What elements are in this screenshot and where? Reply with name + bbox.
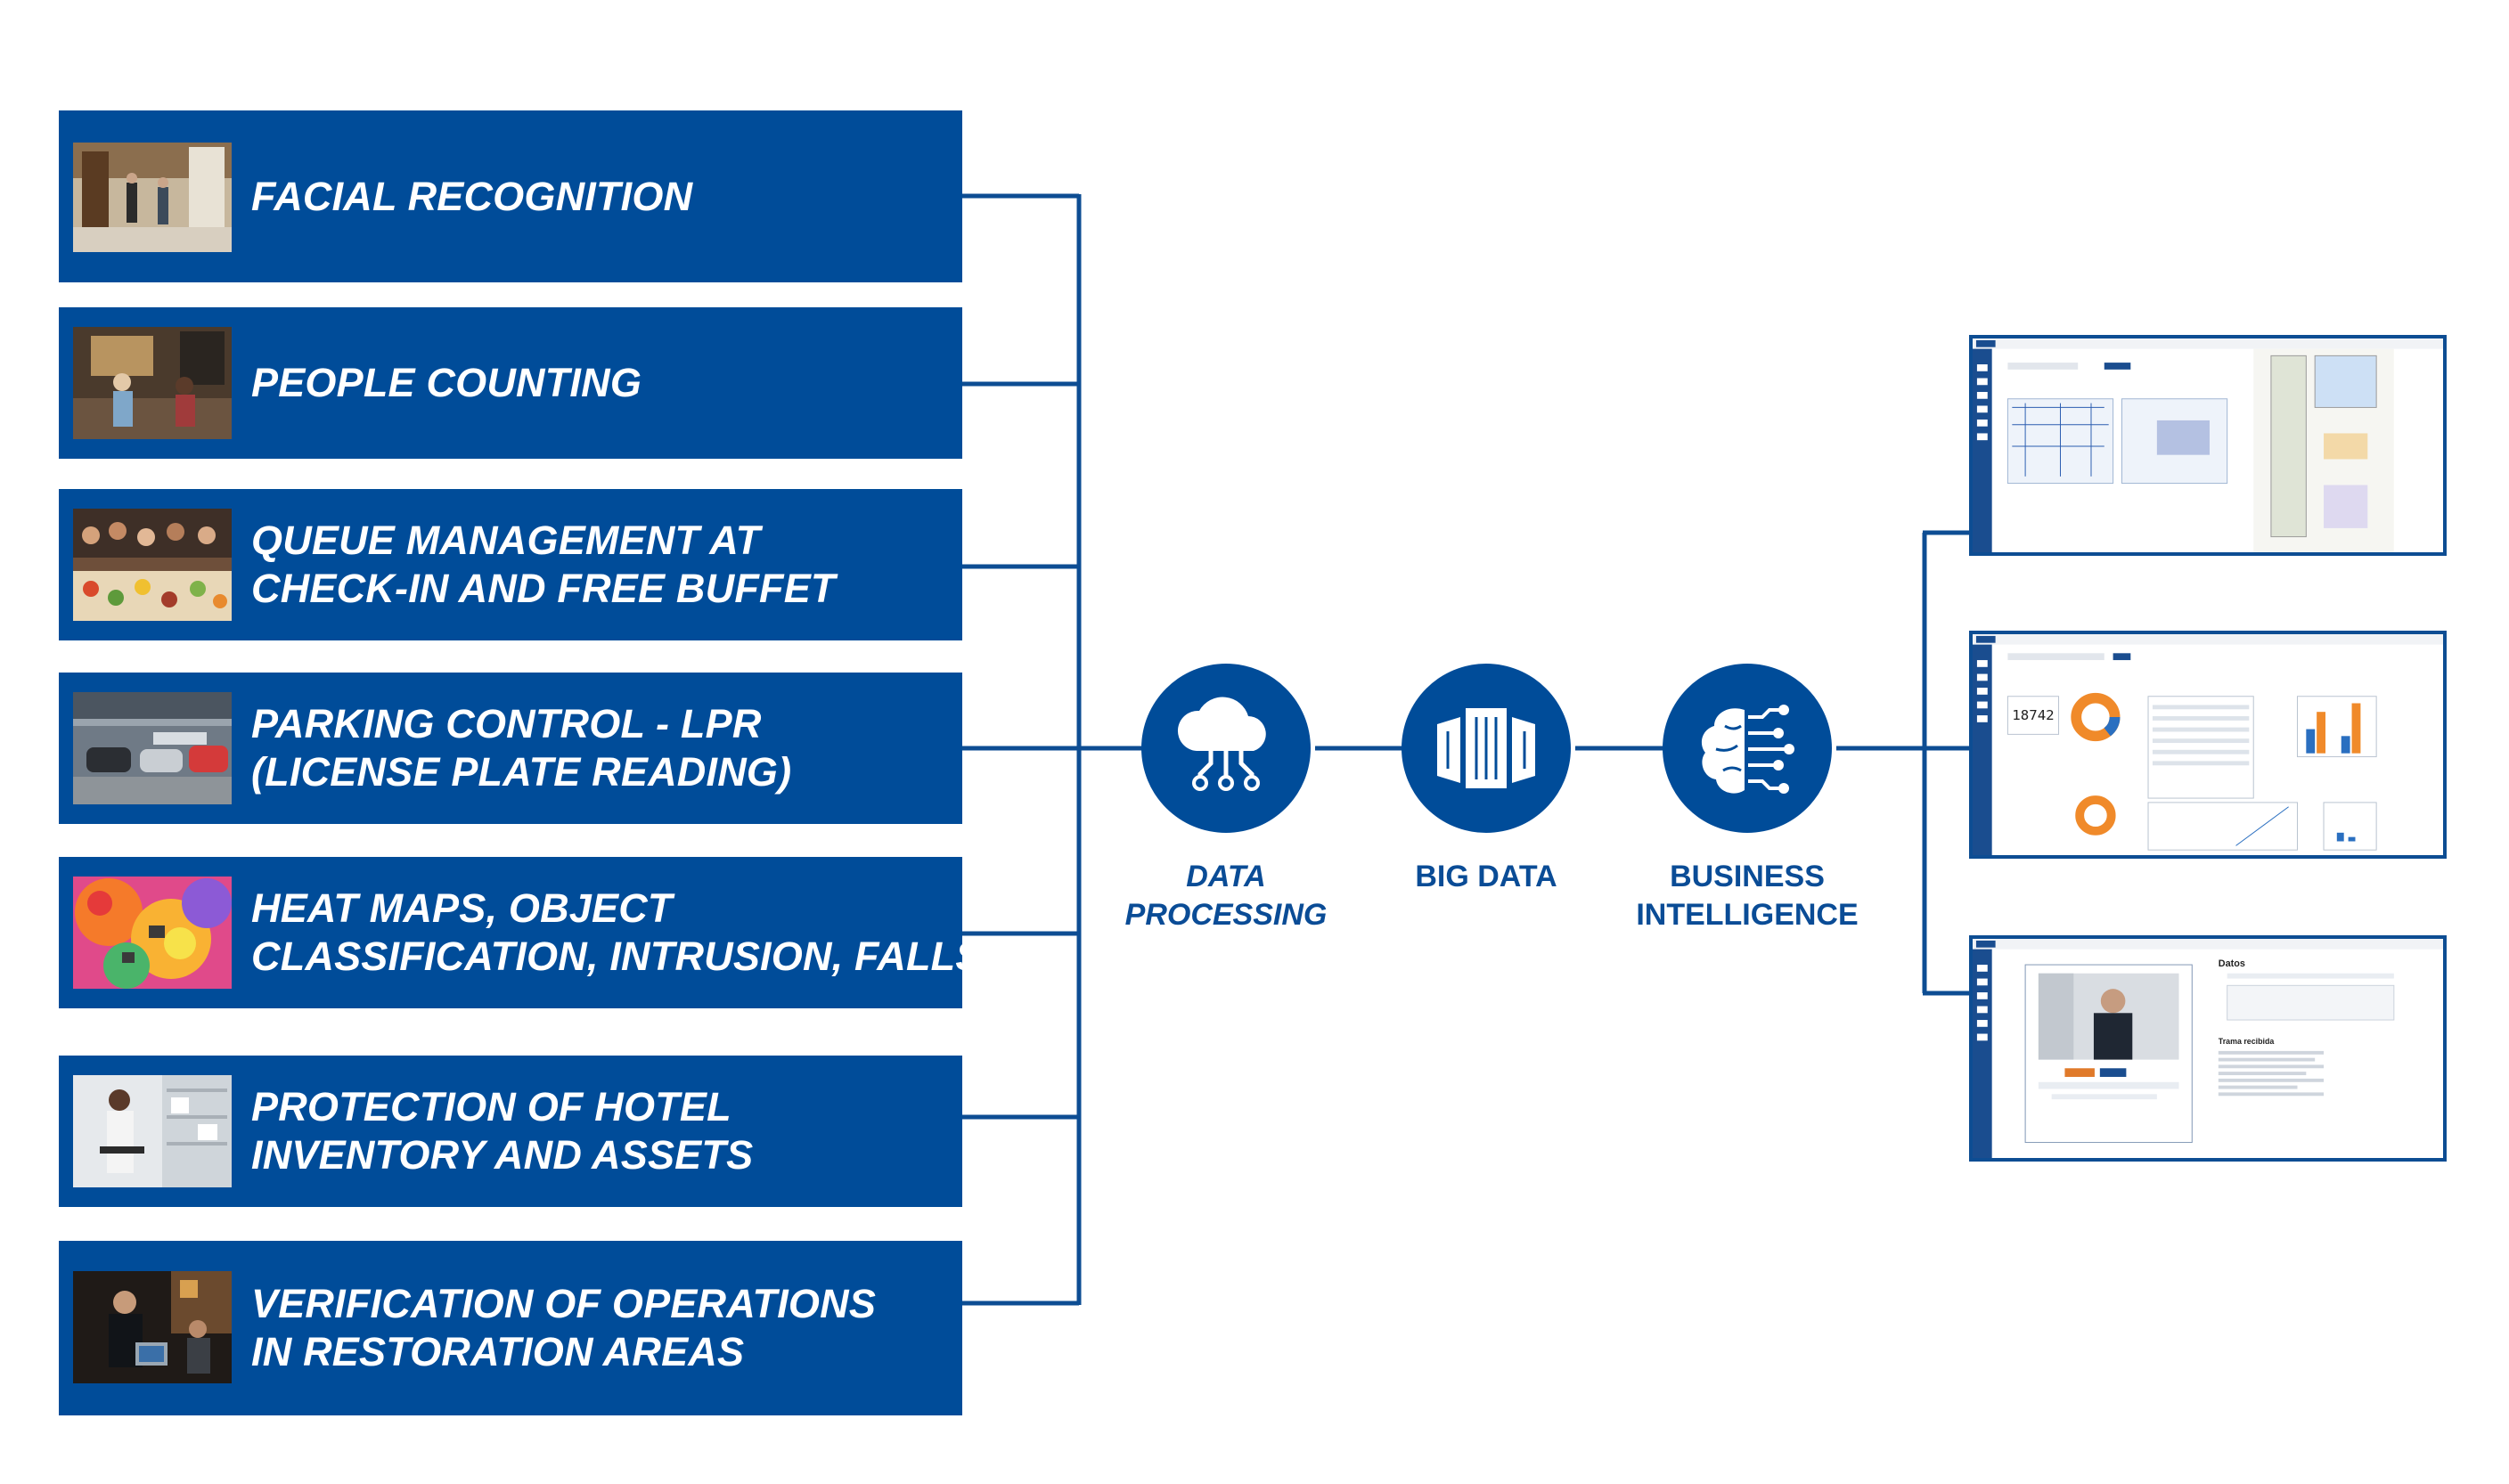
service-verification-operations: VERIFICATION OF OPERATIONS IN RESTORATIO… bbox=[59, 1241, 962, 1415]
node-label-line: BIG DATA bbox=[1415, 860, 1557, 893]
service-label-line: FACIAL RECOGNITION bbox=[251, 173, 693, 219]
service-label-line: VERIFICATION OF OPERATIONS bbox=[251, 1281, 877, 1326]
service-label: QUEUE MANAGEMENT AT CHECK-IN AND FREE BU… bbox=[251, 517, 955, 613]
service-queue-management: QUEUE MANAGEMENT AT CHECK-IN AND FREE BU… bbox=[59, 489, 962, 640]
node-label-line: INTELLIGENCE bbox=[1636, 898, 1859, 932]
data-processing-node bbox=[1141, 664, 1311, 833]
frame-received-heading: Trama recibida bbox=[2219, 1037, 2275, 1046]
service-label: PEOPLE COUNTING bbox=[251, 359, 955, 407]
hotel-lobby-photo bbox=[73, 143, 232, 252]
data-processing-label: DATA PROCESSING bbox=[1092, 858, 1360, 934]
restaurant-pos-photo bbox=[73, 1271, 232, 1383]
service-label: PARKING CONTROL - LPR (LICENSE PLATE REA… bbox=[251, 700, 955, 796]
service-facial-recognition: FACIAL RECOGNITION bbox=[59, 110, 962, 282]
service-people-counting: PEOPLE COUNTING bbox=[59, 307, 962, 459]
service-label: HEAT MAPS, OBJECT CLASSIFICATION, INTRUS… bbox=[251, 885, 983, 981]
cloud-network-icon bbox=[1177, 697, 1266, 791]
business-intelligence-node bbox=[1663, 664, 1832, 833]
inventory-photo bbox=[73, 1075, 232, 1187]
service-label-line: IN RESTORATION AREAS bbox=[251, 1329, 745, 1374]
server-racks-icon bbox=[1437, 708, 1535, 788]
service-label-line: PEOPLE COUNTING bbox=[251, 360, 642, 405]
service-label: FACIAL RECOGNITION bbox=[251, 173, 955, 221]
service-label-line: PARKING CONTROL - LPR bbox=[251, 701, 762, 746]
buffet-photo bbox=[73, 509, 232, 621]
service-protection-inventory: PROTECTION OF HOTEL INVENTORY AND ASSETS bbox=[59, 1056, 962, 1207]
service-label-line: (LICENSE PLATE READING) bbox=[251, 749, 792, 795]
service-heat-maps: HEAT MAPS, OBJECT CLASSIFICATION, INTRUS… bbox=[59, 857, 983, 1008]
heat-map-photo bbox=[73, 877, 232, 989]
analytics-dashboard: 18742 bbox=[1969, 631, 2447, 859]
node-label-line: DATA bbox=[1186, 860, 1266, 893]
business-intelligence-label: BUSINESS INTELLIGENCE bbox=[1614, 858, 1881, 934]
service-label-line: PROTECTION OF HOTEL bbox=[251, 1084, 731, 1129]
service-parking-control: PARKING CONTROL - LPR (LICENSE PLATE REA… bbox=[59, 673, 962, 824]
counter-value: 18742 bbox=[2012, 706, 2054, 723]
parking-garage-photo bbox=[73, 692, 232, 804]
service-label-line: HEAT MAPS, OBJECT bbox=[251, 885, 673, 931]
brain-circuit-icon bbox=[1701, 705, 1794, 794]
service-label-line: INVENTORY AND ASSETS bbox=[251, 1132, 754, 1178]
big-data-node bbox=[1402, 664, 1571, 833]
node-label-line: BUSINESS bbox=[1670, 860, 1825, 893]
big-data-label: BIG DATA bbox=[1353, 858, 1620, 896]
reception-desk-photo bbox=[73, 327, 232, 439]
service-label: PROTECTION OF HOTEL INVENTORY AND ASSETS bbox=[251, 1083, 955, 1179]
service-label-line: CHECK-IN AND FREE BUFFET bbox=[251, 566, 836, 611]
floor-plan-dashboard bbox=[1969, 335, 2447, 556]
service-label-line: CLASSIFICATION, INTRUSION, FALLS bbox=[251, 934, 983, 979]
service-label: VERIFICATION OF OPERATIONS IN RESTORATIO… bbox=[251, 1280, 955, 1376]
service-label-line: QUEUE MANAGEMENT AT bbox=[251, 518, 761, 563]
node-label-line: PROCESSING bbox=[1124, 898, 1328, 932]
transaction-video-dashboard: Datos Trama recibida bbox=[1969, 935, 2447, 1162]
data-panel-heading: Datos bbox=[2219, 958, 2245, 969]
